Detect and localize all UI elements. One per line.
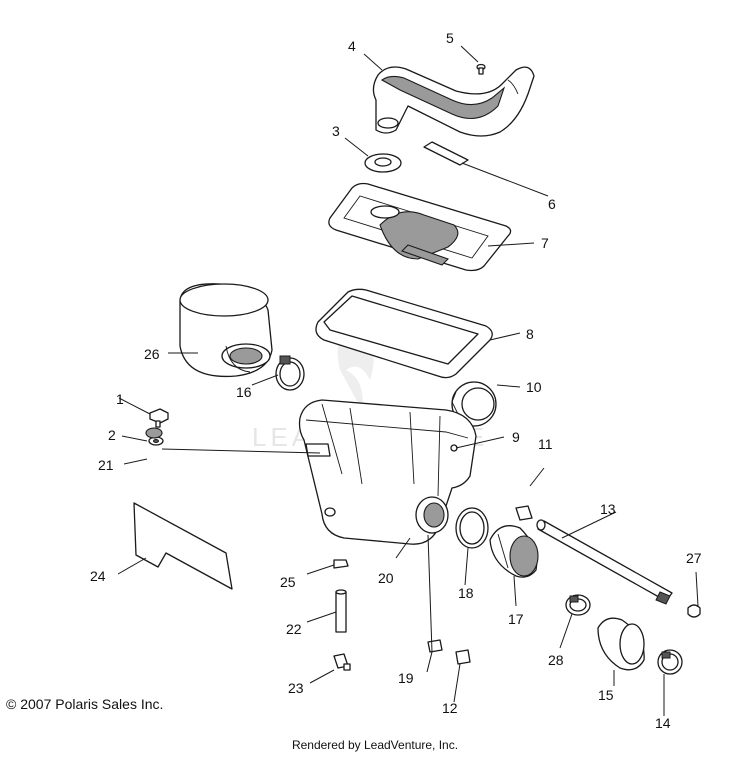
part-5-screw: [476, 63, 486, 75]
callout-18: 18: [458, 585, 474, 601]
callout-3: 3: [332, 123, 340, 139]
callout-24: 24: [90, 568, 106, 584]
part-15-boot: [597, 617, 645, 671]
part-26-air-filter: [179, 283, 273, 378]
part-17-adapter: [489, 525, 539, 578]
callout-9: 9: [512, 429, 520, 445]
callout-23: 23: [288, 680, 304, 696]
part-13-tube: [536, 519, 673, 605]
part-7-airbox-cover: [328, 182, 512, 272]
callout-28: 28: [548, 652, 564, 668]
part-18-o-ring: [455, 507, 489, 549]
callout-26: 26: [144, 346, 160, 362]
callout-12: 12: [442, 700, 458, 716]
callout-7: 7: [541, 235, 549, 251]
copyright-notice: © 2007 Polaris Sales Inc.: [6, 696, 164, 712]
callout-5: 5: [446, 30, 454, 46]
rendered-by-credit: Rendered by LeadVenture, Inc.: [291, 738, 459, 752]
callout-17: 17: [508, 611, 524, 627]
callout-10: 10: [526, 379, 542, 395]
callout-25: 25: [280, 574, 296, 590]
callout-6: 6: [548, 196, 556, 212]
callout-15: 15: [598, 687, 614, 703]
callout-8: 8: [526, 326, 534, 342]
part-28-clamp: [565, 594, 591, 616]
callout-13: 13: [600, 501, 616, 517]
callout-11: 11: [538, 436, 553, 452]
callout-27: 27: [686, 550, 702, 566]
callout-14: 14: [655, 715, 671, 731]
part-22-hose: [335, 589, 347, 633]
part-10-coupler: [451, 381, 497, 427]
part-1-bolt: [149, 408, 169, 428]
part-23-fitting: [333, 653, 351, 671]
part-27-cap: [687, 604, 701, 618]
part-14-clamp: [657, 649, 683, 675]
part-6-foam-strip: [423, 141, 469, 166]
callout-21: 21: [98, 457, 114, 473]
callout-20: 20: [378, 570, 394, 586]
leader-lines: [117, 45, 699, 716]
part-24-pad: [133, 502, 233, 590]
part-25-small-clamp: [333, 559, 349, 569]
part-12-plug: [455, 649, 471, 665]
callout-1: 1: [116, 391, 124, 407]
callout-4: 4: [348, 38, 356, 54]
callout-2: 2: [108, 427, 116, 443]
part-3-grommet: [364, 153, 402, 173]
part-4-intake-duct: [372, 66, 535, 137]
part-8-gasket: [315, 288, 493, 379]
part-21-washer: [145, 427, 163, 439]
callout-numbers: 4 5 3 6 7 8 10 9 1 2 21 26 16 11 13 27 2…: [90, 30, 702, 731]
callout-16: 16: [236, 384, 252, 400]
part-16-clamp: [275, 355, 305, 391]
part-19-grommet: [427, 639, 443, 653]
callout-22: 22: [286, 621, 302, 637]
callout-19: 19: [398, 670, 414, 686]
part-11-cap: [515, 505, 533, 521]
part-20-airbox-base: [298, 399, 477, 545]
